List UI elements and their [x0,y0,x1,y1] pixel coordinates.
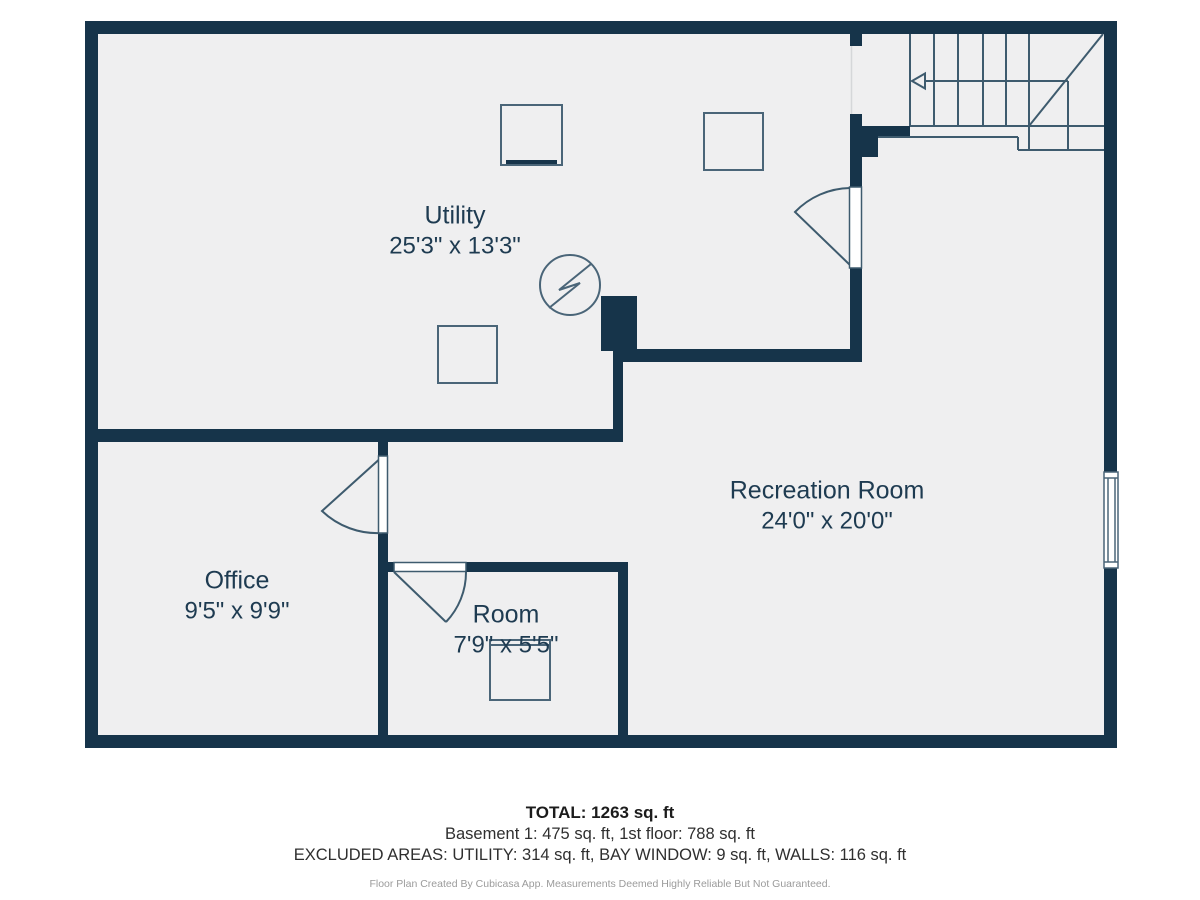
summary-total: TOTAL: 1263 sq. ft [525,803,675,822]
room-name: Recreation Room [729,476,925,505]
room-door [393,561,468,623]
room-label-recreation: Recreation Room 24'0" x 20'0" [730,475,925,538]
room-label-room: Room 7'9" x 5'5" [454,599,559,662]
appliance-square-1 [500,104,563,166]
room-name: Utility [424,201,486,230]
outer-walls [85,21,1117,748]
summary-floors: Basement 1: 475 sq. ft, 1st floor: 788 s… [444,825,755,843]
wall-pillar [601,296,637,351]
room-dimensions: 24'0" x 20'0" [761,507,893,535]
office-door-leaf [377,455,389,534]
electrical-panel-icon [539,254,601,316]
room-dimensions: 25'3" x 13'3" [389,232,521,260]
room-dimensions: 9'5" x 9'9" [184,597,290,625]
room-door-leaf [393,561,467,573]
room-label-utility: Utility 25'3" x 13'3" [389,200,521,263]
stairs-direction-arrow-icon [909,71,926,91]
room-dimensions: 7'9" x 5'5" [453,631,559,659]
fixtures [437,104,764,701]
appliance-square-2 [703,112,764,171]
utility-door-leaf [848,186,863,269]
interior-walls [85,34,910,735]
room-label-office: Office 9'5" x 9'9" [185,565,290,628]
summary: TOTAL: 1263 sq. ft Basement 1: 475 sq. f… [0,803,1200,890]
room-name: Room [472,600,540,629]
room-name: Office [204,566,270,595]
summary-disclaimer: Floor Plan Created By Cubicasa App. Meas… [369,878,831,890]
appliance-square-3 [437,325,498,384]
doors [320,186,863,623]
room-fixture-square [489,639,551,701]
window [1103,471,1119,569]
floor [98,34,1104,735]
utility-door [793,186,863,269]
summary-excluded: EXCLUDED AREAS: UTILITY: 314 sq. ft, BAY… [293,846,907,864]
stairs [878,33,1104,151]
office-door [320,455,389,535]
